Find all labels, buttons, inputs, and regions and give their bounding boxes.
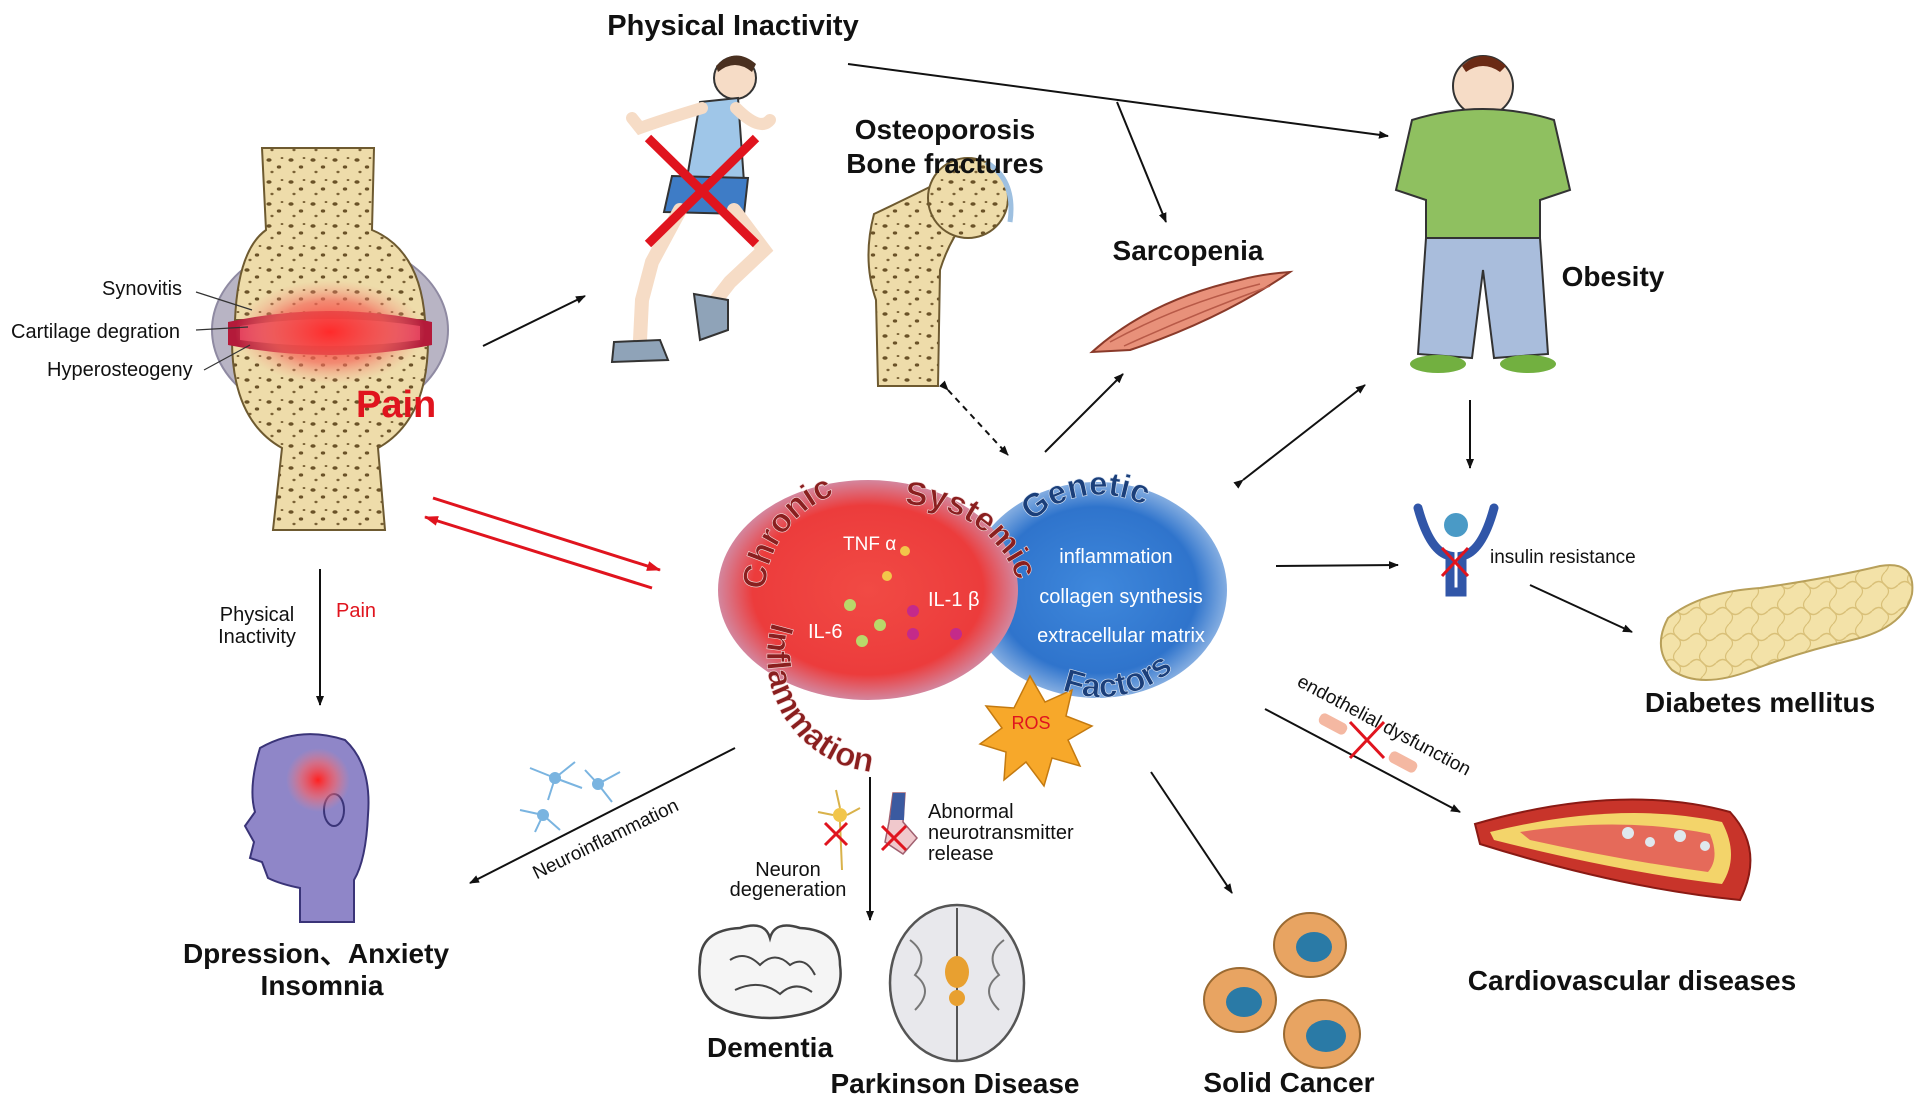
arrow-center-to-cancer xyxy=(1150,771,1233,894)
arrow-insulin-to-diabetes xyxy=(1529,584,1633,633)
arrow-joint-to-runner xyxy=(482,295,586,347)
artery-illustration xyxy=(1473,798,1752,902)
ros-starburst xyxy=(978,674,1094,788)
physical-label: Physical xyxy=(219,604,295,626)
runner-illustration xyxy=(610,55,776,364)
brain-top-illustration xyxy=(888,903,1026,1063)
insulin-resistance-label: insulin resistance xyxy=(1490,547,1636,568)
neuron-icon xyxy=(817,789,861,871)
obesity-label: Obesity xyxy=(1561,261,1665,292)
neurotransmitter-label: neurotransmitter xyxy=(928,822,1074,844)
il6-label: IL-6 xyxy=(808,621,843,643)
solid-cancer-label: Solid Cancer xyxy=(1203,1067,1375,1098)
diabetes-label: Diabetes mellitus xyxy=(1644,687,1876,718)
cytokine-dot xyxy=(950,628,962,640)
endothelial-icon xyxy=(1318,713,1418,773)
genetic-blob xyxy=(967,482,1227,698)
release-label: release xyxy=(928,843,994,865)
synovitis-label: Synovitis xyxy=(102,278,183,300)
arrow-center-to-depression xyxy=(469,747,736,884)
insomnia-label: Insomnia xyxy=(260,970,384,1001)
muscle-illustration xyxy=(1089,270,1294,354)
bone-fractures-label: Bone fractures xyxy=(846,148,1044,179)
physical-inactivity-top-label: Physical Inactivity xyxy=(607,10,859,42)
obese-person-illustration xyxy=(1394,55,1572,373)
arrow-center-to-insulin xyxy=(1275,561,1399,570)
il1-beta-label: IL-1 β xyxy=(928,589,980,611)
cartilage-degration-label: Cartilage degration xyxy=(11,321,180,343)
arrows xyxy=(316,63,1633,921)
cytokine-dot xyxy=(856,635,868,647)
hyperosteogeny-label: Hyperosteogeny xyxy=(47,359,193,381)
cytokine-dot xyxy=(844,599,856,611)
pain-big-label: Pain xyxy=(356,384,437,426)
femur-illustration xyxy=(867,157,1014,387)
genetic-item-inflammation: inflammation xyxy=(1059,546,1173,568)
tnf-alpha-label: TNF α xyxy=(843,534,897,555)
dementia-label: Dementia xyxy=(706,1032,834,1063)
cytokine-dot xyxy=(874,619,886,631)
cancer-cells-illustration xyxy=(1203,912,1361,1069)
inflammation-blob xyxy=(718,480,1018,700)
arrow-center-obesity xyxy=(1233,384,1366,489)
insulin-receptor-icon xyxy=(1413,503,1499,597)
arrow-bone-center-dashed xyxy=(938,380,1009,456)
red-arrow-to-center xyxy=(432,496,661,572)
cytokine-dot xyxy=(882,571,892,581)
head-profile-illustration xyxy=(243,733,370,923)
red-bidirectional-arrows xyxy=(424,496,661,590)
degeneration-label: degeneration xyxy=(729,879,847,901)
neuron-label: Neuron xyxy=(755,859,821,881)
cytokine-dot xyxy=(907,628,919,640)
knee-callout-lines xyxy=(195,291,253,371)
synapse-icon xyxy=(880,792,918,855)
arrow-center-to-sarcopenia xyxy=(1044,373,1124,453)
glia-cells-icon xyxy=(519,761,621,833)
cardiovascular-label: Cardiovascular diseases xyxy=(1467,965,1797,996)
arrow-inactivity-to-sarcopenia xyxy=(1116,101,1167,223)
pain-small-label: Pain xyxy=(336,600,377,622)
pancreas-illustration xyxy=(1660,564,1914,681)
brain-slice-illustration xyxy=(698,924,842,1020)
cytokine-dot xyxy=(907,605,919,617)
genetic-item-collagen: collagen synthesis xyxy=(1039,586,1203,608)
sarcopenia-label: Sarcopenia xyxy=(1112,235,1264,266)
ros-label: ROS xyxy=(1011,713,1051,733)
inactivity-label: Inactivity xyxy=(218,626,296,648)
osteoporosis-label: Osteoporosis xyxy=(854,114,1036,145)
red-arrow-to-joint xyxy=(424,515,653,590)
abnormal-label: Abnormal xyxy=(928,801,1014,823)
central-inflammation-blobs xyxy=(718,480,1227,788)
knee-joint-illustration xyxy=(211,147,449,531)
cytokine-dot xyxy=(900,546,910,556)
depression-anxiety-label: Dpression、Anxiety xyxy=(182,938,450,969)
arrow-inactivity-to-obesity xyxy=(847,63,1389,139)
parkinson-label: Parkinson Disease xyxy=(830,1068,1080,1099)
arrow-center-to-cardio xyxy=(1264,708,1461,813)
genetic-item-ecm: extracellular matrix xyxy=(1037,625,1205,647)
